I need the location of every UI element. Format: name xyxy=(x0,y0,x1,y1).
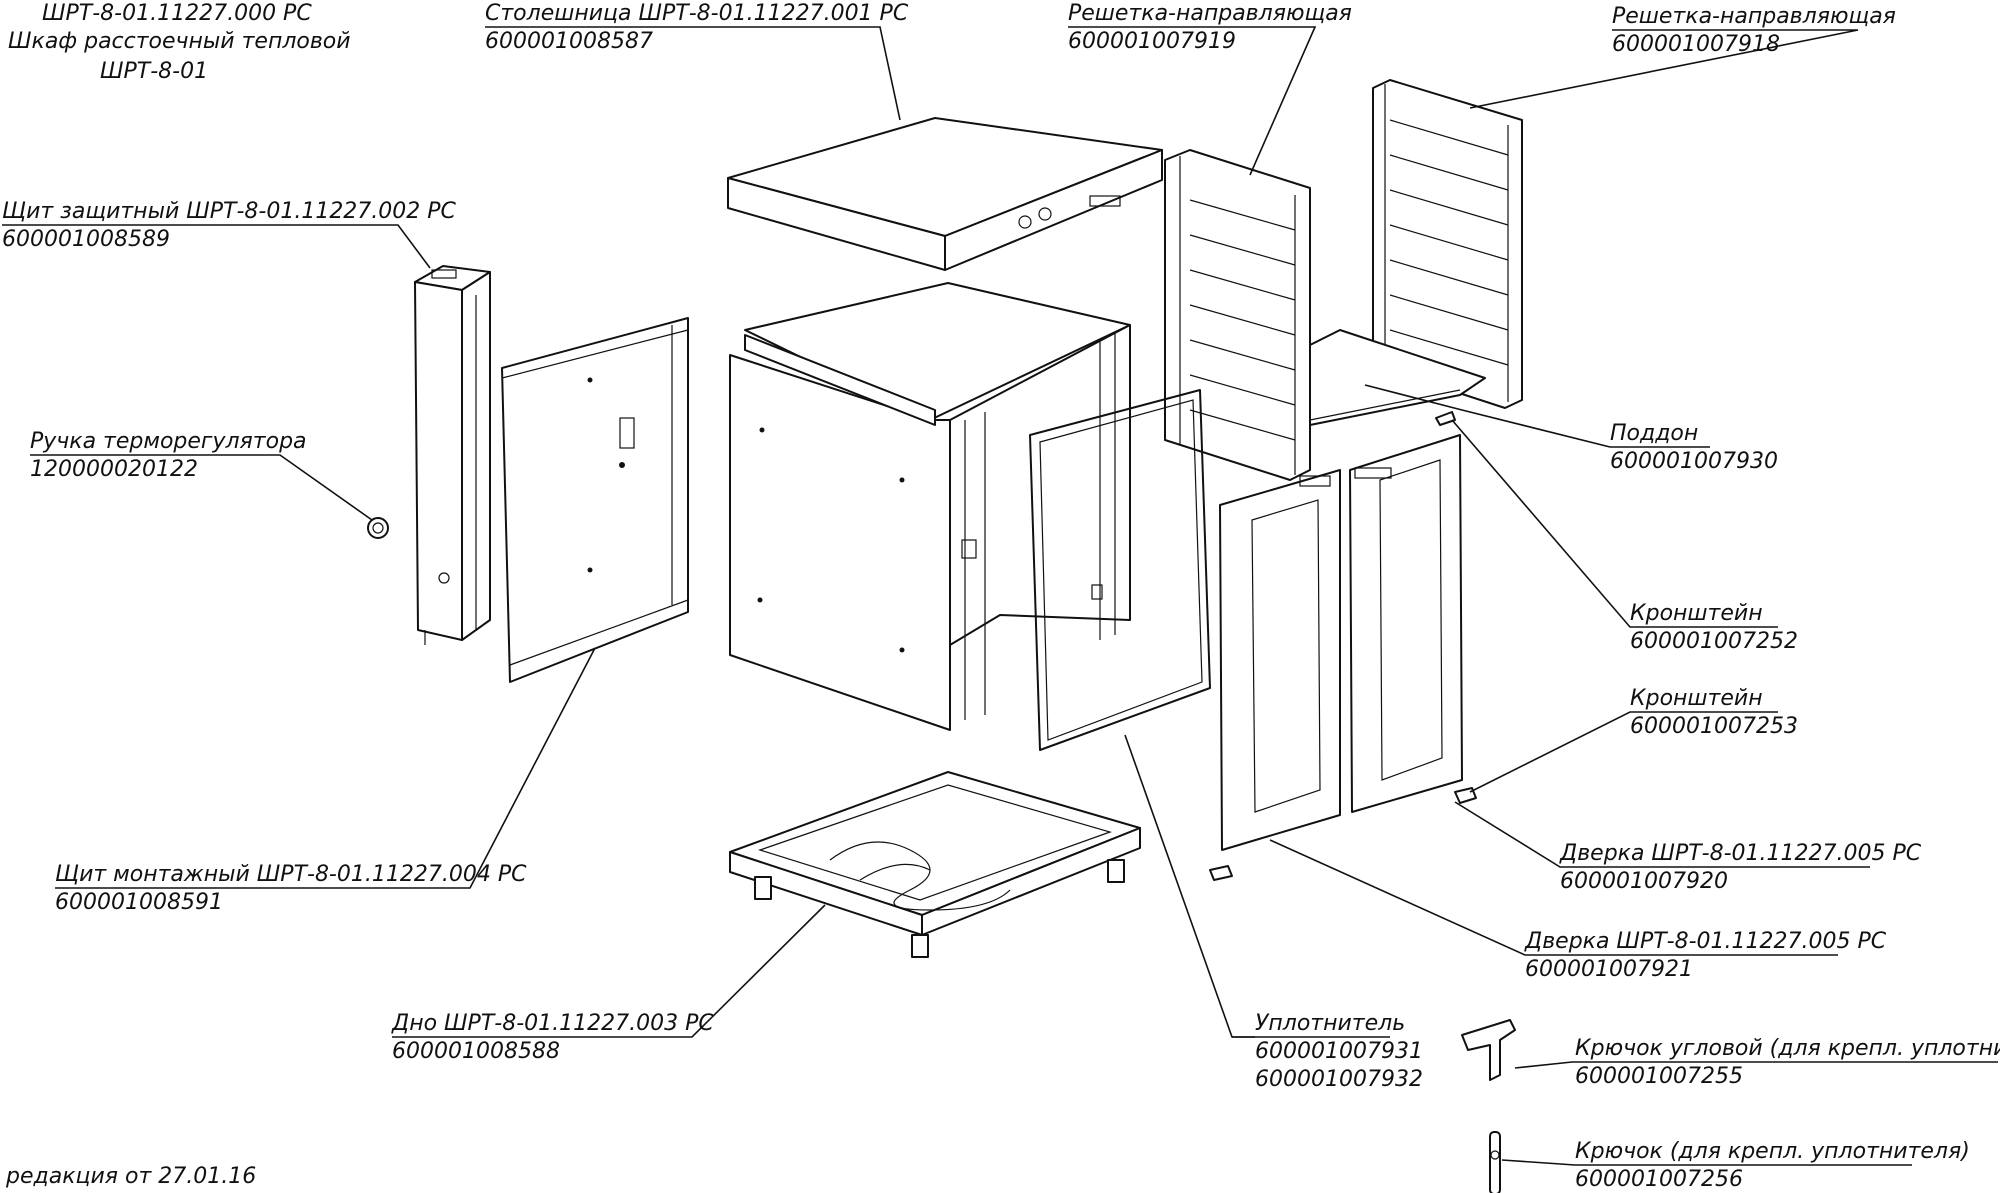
callout-bottom-base: Дно ШРТ-8-01.11227.003 РС 600001008588 xyxy=(391,904,826,1064)
callout-guide-rack-2-name: Решетка-направляющая xyxy=(1612,4,1896,29)
protective-shield-part xyxy=(414,265,491,645)
callout-door-2: Дверка ШРТ-8-01.11227.005 РС 60000100792… xyxy=(1269,839,1887,982)
callout-hook-code: 600001007256 xyxy=(1575,1167,1743,1192)
thermostat-knob-part xyxy=(367,517,389,539)
callout-thermostat-knob-name: Ручка терморегулятора xyxy=(30,429,307,454)
title-line-1: ШРТ-8-01.11227.000 РС xyxy=(42,1,312,26)
callout-thermostat-knob: Ручка терморегулятора 120000020122 xyxy=(30,429,373,521)
cabinet-body-part xyxy=(729,282,1131,731)
mounting-panel-part xyxy=(501,317,689,683)
callout-tray: Поддон 600001007930 xyxy=(1364,384,1778,474)
callout-corner-hook-code: 600001007255 xyxy=(1575,1064,1743,1089)
callout-guide-rack-1: Решетка-направляющая 600001007919 xyxy=(1068,1,1352,176)
callout-corner-hook: Крючок угловой (для крепл. уплотнителя) … xyxy=(1514,1036,2000,1089)
callout-bracket-1-code: 600001007252 xyxy=(1630,629,1798,654)
callout-bottom-base-name: Дно ШРТ-8-01.11227.003 РС xyxy=(391,1011,714,1036)
callout-door-1-name: Дверка ШРТ-8-01.11227.005 РС xyxy=(1559,841,1922,866)
callout-hook: Крючок (для крепл. уплотнителя) 60000100… xyxy=(1501,1139,1970,1192)
callout-guide-rack-2: Решетка-направляющая 600001007918 xyxy=(1469,4,1896,109)
callout-table-top: Столешница ШРТ-8-01.11227.001 РС 6000010… xyxy=(485,1,909,121)
callout-door-1-code: 600001007920 xyxy=(1560,869,1728,894)
corner-hook-part xyxy=(1461,1019,1516,1081)
callout-guide-rack-2-code: 600001007918 xyxy=(1612,32,1780,57)
table-top-part xyxy=(727,117,1163,271)
title-line-3: ШРТ-8-01 xyxy=(100,59,208,84)
title-block: ШРТ-8-01.11227.000 РС Шкаф расстоечный т… xyxy=(8,1,351,84)
callout-thermostat-knob-code: 120000020122 xyxy=(30,457,198,482)
hook-part xyxy=(1489,1131,1501,1193)
callout-door-2-code: 600001007921 xyxy=(1525,957,1693,982)
callout-protective-shield-code: 600001008589 xyxy=(2,227,170,252)
bottom-base-part xyxy=(729,771,1141,958)
callout-protective-shield-name: Щит защитный ШРТ-8-01.11227.002 РС xyxy=(2,199,457,224)
callout-bracket-2: Кронштейн 600001007253 xyxy=(1469,686,1798,793)
title-line-2: Шкаф расстоечный тепловой xyxy=(8,29,351,54)
callout-bottom-base-code: 600001008588 xyxy=(392,1039,560,1064)
callout-guide-rack-1-name: Решетка-направляющая xyxy=(1068,1,1352,26)
callout-seal: Уплотнитель 600001007931 600001007932 xyxy=(1124,734,1423,1092)
guide-rack-1-part xyxy=(1164,149,1311,481)
callout-table-top-code: 600001008587 xyxy=(485,29,653,54)
door-2-part xyxy=(1349,434,1463,813)
callout-tray-name: Поддон xyxy=(1610,421,1698,446)
callout-seal-code: 600001007931 xyxy=(1255,1039,1423,1064)
callout-door-2-name: Дверка ШРТ-8-01.11227.005 РС xyxy=(1524,929,1887,954)
callout-bracket-2-name: Кронштейн xyxy=(1630,686,1763,711)
callout-tray-code: 600001007930 xyxy=(1610,449,1778,474)
callout-mounting-panel-code: 600001008591 xyxy=(55,890,223,915)
callout-protective-shield: Щит защитный ШРТ-8-01.11227.002 РС 60000… xyxy=(2,199,457,269)
callout-hook-name: Крючок (для крепл. уплотнителя) xyxy=(1575,1139,1970,1164)
seal-part xyxy=(1029,389,1211,751)
callout-seal-code-2: 600001007932 xyxy=(1255,1067,1423,1092)
revision-note: редакция от 27.01.16 xyxy=(5,1164,256,1189)
tray-part xyxy=(1309,329,1486,426)
small-bracket-part xyxy=(1209,865,1233,881)
bracket-1-part xyxy=(1435,411,1456,426)
callout-mounting-panel: Щит монтажный ШРТ-8-01.11227.004 РС 6000… xyxy=(55,647,596,915)
callout-door-1: Дверка ШРТ-8-01.11227.005 РС 60000100792… xyxy=(1454,801,1922,894)
callout-corner-hook-name: Крючок угловой (для крепл. уплотнителя) xyxy=(1575,1036,2000,1061)
callout-bracket-1-name: Кронштейн xyxy=(1630,601,1763,626)
callout-bracket-2-code: 600001007253 xyxy=(1630,714,1798,739)
callout-seal-name: Уплотнитель xyxy=(1255,1011,1405,1036)
callout-guide-rack-1-code: 600001007919 xyxy=(1068,29,1236,54)
callout-bracket-1: Кронштейн 600001007252 xyxy=(1451,419,1798,654)
callout-mounting-panel-name: Щит монтажный ШРТ-8-01.11227.004 РС xyxy=(55,862,527,887)
door-1-part xyxy=(1219,469,1341,851)
callout-table-top-name: Столешница ШРТ-8-01.11227.001 РС xyxy=(485,1,909,26)
